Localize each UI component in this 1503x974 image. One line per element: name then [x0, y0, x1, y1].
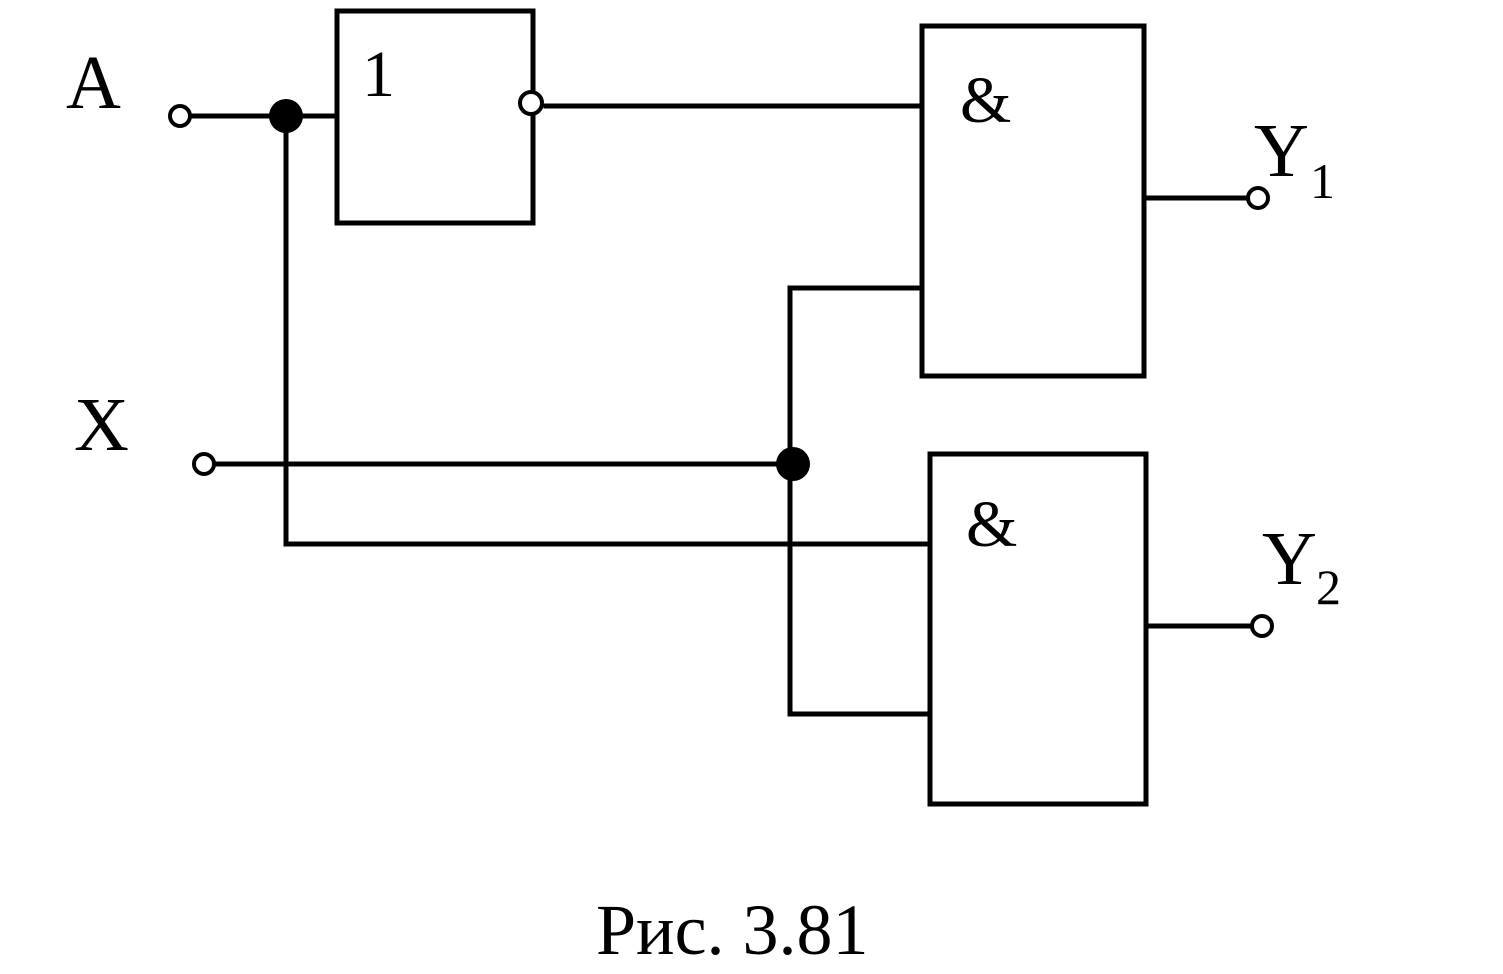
- output-label-y1-index: 1: [1310, 153, 1335, 209]
- input-label-x: X: [74, 383, 129, 467]
- output-label-y1: Y: [1254, 109, 1309, 193]
- and-gate-2: [927, 451, 1149, 807]
- figure-caption: Рис. 3.81: [596, 890, 869, 970]
- terminal-y1: [1246, 186, 1270, 210]
- terminal-y2: [1250, 614, 1274, 638]
- input-label-a: A: [66, 41, 121, 125]
- junction-dot-x: [776, 447, 810, 481]
- terminal-a: [168, 104, 192, 128]
- wire-a-to-and2: [283, 113, 933, 547]
- output-label-y2: Y: [1262, 517, 1317, 601]
- and-gate-1: [919, 23, 1147, 379]
- not-gate: [334, 8, 536, 226]
- junction-dot-a: [269, 99, 303, 133]
- terminal-x: [192, 452, 216, 476]
- not-gate-symbol: 1: [362, 38, 395, 111]
- wire-x-to-and1: [787, 285, 925, 467]
- wire-x-to-and2: [787, 461, 933, 717]
- inversion-bubble: [518, 90, 544, 116]
- and-gate-1-symbol: &: [960, 64, 1011, 137]
- and-gate-2-symbol: &: [966, 488, 1017, 561]
- output-label-y2-index: 2: [1316, 559, 1341, 615]
